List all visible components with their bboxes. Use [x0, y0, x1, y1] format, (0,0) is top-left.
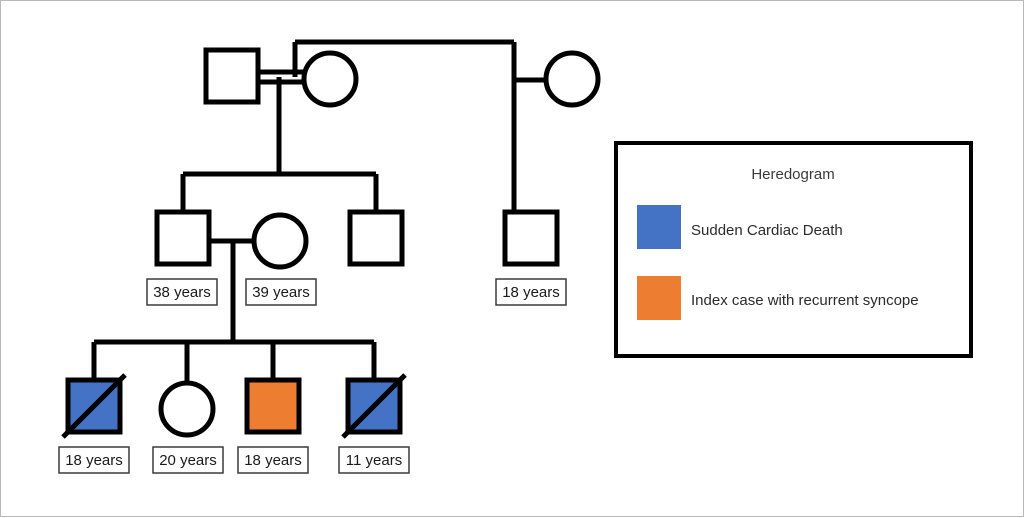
symbol-square-II-3[interactable] [347, 209, 405, 267]
symbol-square-II-4[interactable] [502, 209, 560, 267]
pedigree-individual-I-3[interactable] [543, 50, 601, 108]
age-label-II-4: 18 years [495, 278, 567, 306]
age-label-III-3: 18 years [237, 446, 309, 474]
age-label-box-II-4 [495, 278, 567, 306]
legend-swatch-index_case [637, 276, 681, 320]
symbol-circle-I-2[interactable] [301, 50, 359, 108]
age-label-text-III-1: 18 years [65, 452, 123, 469]
pedigree-individual-III-1[interactable] [61, 373, 127, 439]
symbol-square-II-1[interactable] [154, 209, 212, 267]
age-label-text-III-4: 11 years [346, 452, 402, 469]
age-label-box-II-1 [146, 278, 218, 306]
pedigree-individual-II-2[interactable] [251, 212, 309, 270]
connector-layer [91, 39, 546, 383]
symbol-layer [61, 47, 601, 439]
symbol-square-I-1[interactable] [203, 47, 261, 105]
deceased-slash-III-4 [341, 373, 407, 439]
pedigree-individual-I-2[interactable] [301, 50, 359, 108]
legend-title: Heredogram [751, 166, 834, 183]
age-label-text-II-4: 18 years [502, 284, 560, 301]
symbol-circle-I-3[interactable] [543, 50, 601, 108]
age-label-III-2: 20 years [152, 446, 224, 474]
deceased-slash-III-1 [61, 373, 127, 439]
symbol-circle-II-2[interactable] [251, 212, 309, 270]
pedigree-individual-III-3[interactable] [244, 377, 302, 435]
age-label-text-II-2: 39 years [252, 284, 310, 301]
pedigree-individual-II-1[interactable] [154, 209, 212, 267]
age-label-III-4: 11 years [338, 446, 410, 474]
age-label-box-III-2 [152, 446, 224, 474]
age-label-box-III-3 [237, 446, 309, 474]
age-label-box-II-2 [245, 278, 317, 306]
age-label-box-III-1 [58, 446, 130, 474]
age-label-text-II-1: 38 years [153, 284, 211, 301]
symbol-square-III-3[interactable] [244, 377, 302, 435]
pedigree-individual-III-2[interactable] [158, 380, 216, 438]
age-label-box-III-4 [338, 446, 410, 474]
legend-label-sudden_cardiac_death: Sudden Cardiac Death [691, 222, 843, 239]
age-label-III-1: 18 years [58, 446, 130, 474]
legend-swatch-sudden_cardiac_death [637, 205, 681, 249]
pedigree-individual-III-4[interactable] [341, 373, 407, 439]
legend-box [614, 141, 973, 358]
age-label-text-III-3: 18 years [244, 452, 302, 469]
pedigree-individual-I-1[interactable] [203, 47, 261, 105]
pedigree-individual-II-3[interactable] [347, 209, 405, 267]
legend-label-index_case: Index case with recurrent syncope [691, 292, 919, 309]
legend-entry-2[interactable]: Index case with recurrent syncope [637, 276, 919, 320]
legend-entry-1[interactable]: Sudden Cardiac Death [637, 205, 843, 249]
symbol-circle-III-2[interactable] [158, 380, 216, 438]
age-label-II-1: 38 years [146, 278, 218, 306]
age-label-text-III-2: 20 years [159, 452, 217, 469]
age-label-II-2: 39 years [245, 278, 317, 306]
pedigree-individual-II-4[interactable] [502, 209, 560, 267]
age-label-layer: 38 years 39 years 18 years 18 years 20 years… [58, 278, 567, 474]
